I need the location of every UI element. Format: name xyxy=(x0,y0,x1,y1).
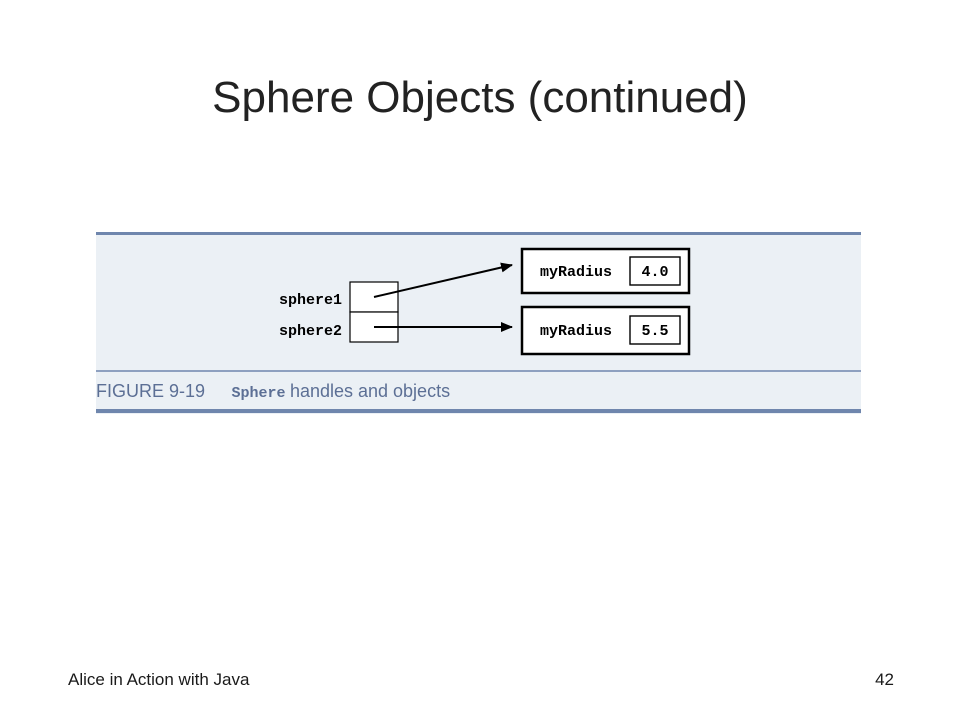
handles-objects-diagram: sphere1 sphere2 myRadius 4.0 myRadius 5.… xyxy=(96,232,861,413)
page-number: 42 xyxy=(875,670,894,689)
sphere-object-2: myRadius 5.5 xyxy=(520,305,691,356)
field-value: 4.0 xyxy=(641,264,668,281)
caption-text: handles and objects xyxy=(290,381,450,401)
footer-book-title: Alice in Action with Java xyxy=(68,670,250,689)
field-name: myRadius xyxy=(540,264,612,281)
field-value-box xyxy=(629,256,681,286)
figure-panel: sphere1 sphere2 myRadius 4.0 myRadius 5.… xyxy=(96,232,861,414)
field-value-box xyxy=(629,315,681,345)
field-name: myRadius xyxy=(540,323,612,340)
handle-label-sphere1: sphere1 xyxy=(279,292,342,309)
bottom-rule xyxy=(96,409,861,413)
slide-title: Sphere Objects (continued) xyxy=(212,73,748,122)
top-rule xyxy=(96,232,861,235)
handle-label-sphere2: sphere2 xyxy=(279,323,342,340)
reference-arrow-sphere1 xyxy=(373,262,513,298)
caption-number: FIGURE 9-19 xyxy=(96,381,205,401)
mid-rule xyxy=(96,370,861,372)
figure-caption: FIGURE 9-19 Sphere handles and objects xyxy=(96,381,450,402)
caption-code: Sphere xyxy=(231,385,285,402)
sphere-object-1: myRadius 4.0 xyxy=(520,247,691,295)
field-value: 5.5 xyxy=(641,323,668,340)
